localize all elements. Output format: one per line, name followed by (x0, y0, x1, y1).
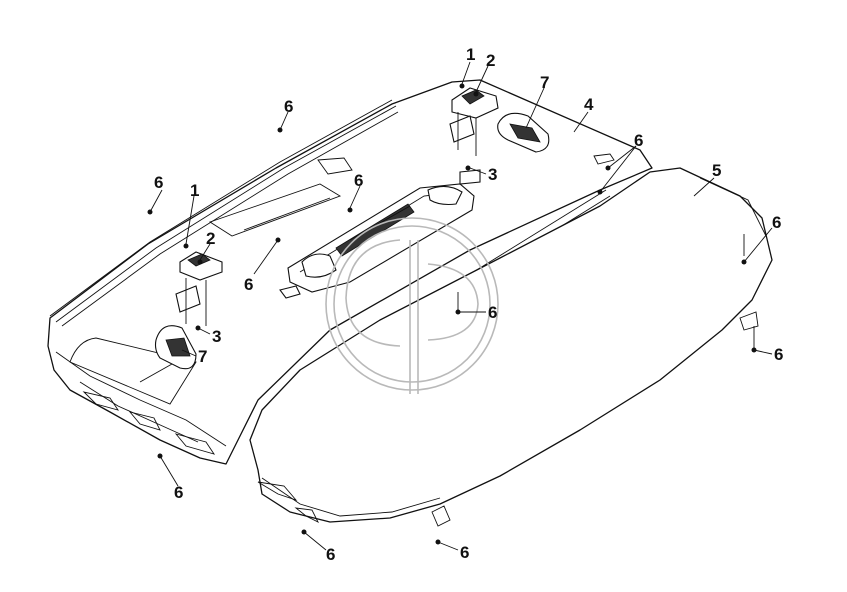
callout-2-left: 2 (206, 229, 215, 248)
callout-7-left: 7 (198, 347, 207, 366)
callout-3-left: 3 (212, 327, 221, 346)
leader-lines (139, 61, 773, 551)
callout-1-top: 1 (466, 45, 475, 64)
callout-6-center: 6 (354, 171, 363, 190)
air-vent-left (154, 325, 197, 370)
company-logo-watermark (325, 217, 499, 394)
callout-5: 5 (712, 161, 721, 180)
callout-6-center-right: 6 (488, 303, 497, 322)
callout-3-top: 3 (488, 165, 497, 184)
grab-handle-left (175, 251, 223, 326)
callout-6-top-left: 6 (284, 97, 293, 116)
grab-handle-right (449, 87, 499, 185)
callout-2-top: 2 (486, 51, 495, 70)
callout-6-lower-right: 6 (774, 345, 783, 364)
callout-6-bottom-center: 6 (326, 545, 335, 564)
callout-6-left: 6 (154, 173, 163, 192)
callout-1-left: 1 (190, 181, 199, 200)
callout-7-top: 7 (540, 73, 549, 92)
callout-6-bottom-left: 6 (174, 483, 183, 502)
callout-labels: 1 2 3 7 4 6 5 6 6 6 1 2 6 6 3 7 6 6 6 6 … (154, 45, 783, 564)
callout-6-top-right: 6 (634, 131, 643, 150)
callout-6-far-right: 6 (772, 213, 781, 232)
air-vent-right (497, 112, 550, 153)
callout-6-bottom: 6 (460, 543, 469, 562)
rear-headliner-panel (249, 153, 773, 527)
callout-4: 4 (584, 95, 594, 114)
callout-6-mid-left: 6 (244, 275, 253, 294)
